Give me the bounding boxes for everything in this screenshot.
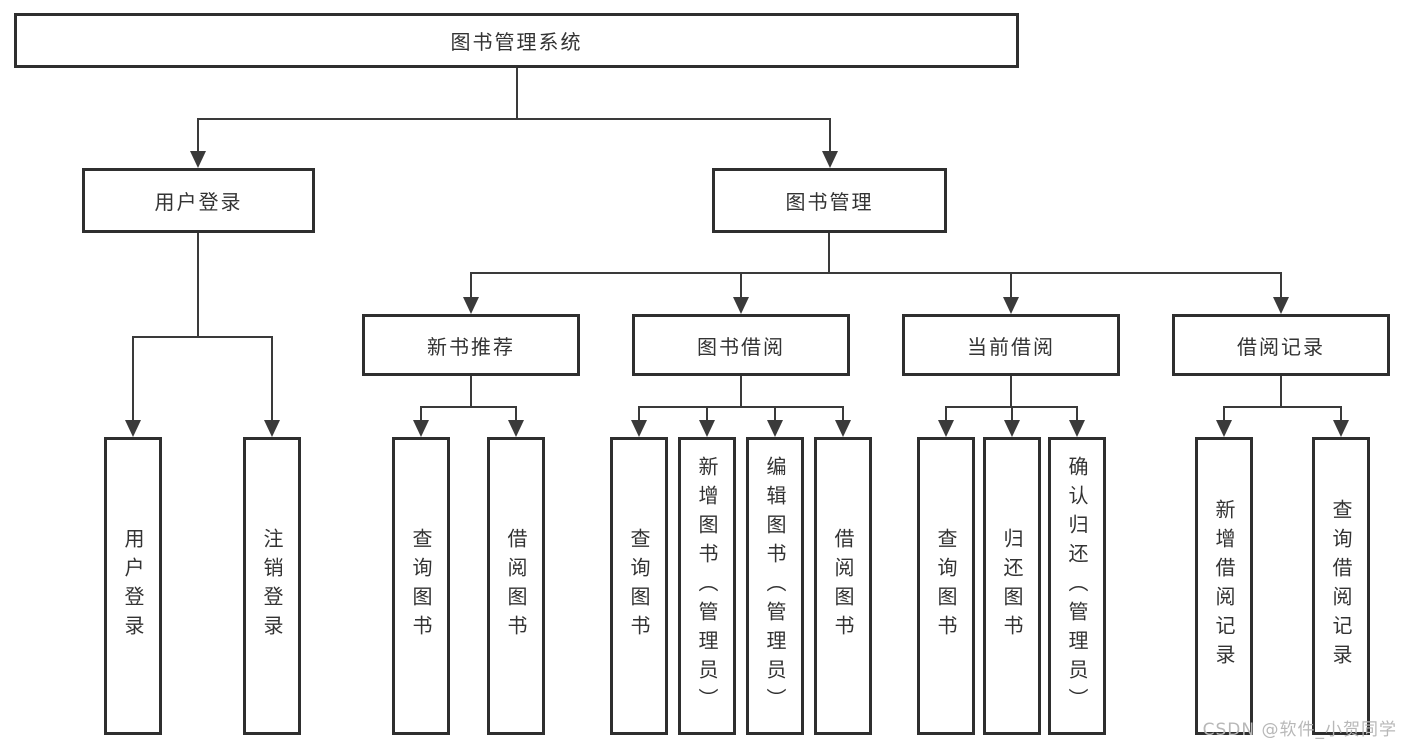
leaf-query-books-2-label: 查询图书 xyxy=(627,528,651,644)
connector-vline xyxy=(1010,376,1012,406)
leaf-query-books-3: 查询图书 xyxy=(917,437,975,735)
connector-vline xyxy=(828,233,830,272)
connector-vline xyxy=(1280,376,1282,406)
leaf-add-borrow-record-label: 新增借阅记录 xyxy=(1212,499,1236,673)
leaf-query-books-3-label: 查询图书 xyxy=(934,528,958,644)
arrow-down-icon xyxy=(1004,420,1020,437)
connector-vline xyxy=(1076,406,1078,424)
node-book-management-label: 图书管理 xyxy=(785,190,874,214)
arrow-down-icon xyxy=(508,420,524,437)
connector-vline xyxy=(638,406,640,424)
connector-vline xyxy=(1011,406,1013,424)
node-root-label: 图书管理系统 xyxy=(450,30,583,54)
arrow-down-icon xyxy=(835,420,851,437)
leaf-query-borrow-record-label: 查询借阅记录 xyxy=(1329,499,1353,673)
arrow-down-icon xyxy=(733,297,749,314)
connector-hline xyxy=(470,272,1282,274)
leaf-add-book-admin-label: 新增图书（管理员） xyxy=(695,455,719,717)
connector-vline xyxy=(197,233,199,336)
node-user-login-label: 用户登录 xyxy=(154,190,243,214)
connector-vline xyxy=(740,376,742,406)
arrow-down-icon xyxy=(699,420,715,437)
connector-vline xyxy=(706,406,708,424)
leaf-user-login: 用户登录 xyxy=(104,437,162,735)
connector-vline xyxy=(829,118,831,154)
connector-vline xyxy=(774,406,776,424)
connector-vline xyxy=(1223,406,1225,424)
arrow-down-icon xyxy=(264,420,280,437)
arrow-down-icon xyxy=(767,420,783,437)
leaf-edit-book-admin: 编辑图书（管理员） xyxy=(746,437,804,735)
leaf-add-book-admin: 新增图书（管理员） xyxy=(678,437,736,735)
node-book-management: 图书管理 xyxy=(712,168,947,233)
node-user-login: 用户登录 xyxy=(82,168,315,233)
arrow-down-icon xyxy=(822,151,838,168)
arrow-down-icon xyxy=(1003,297,1019,314)
arrow-down-icon xyxy=(190,151,206,168)
connector-vline xyxy=(197,118,199,154)
leaf-borrow-books-1-label: 借阅图书 xyxy=(504,528,528,644)
connector-hline xyxy=(1223,406,1342,408)
connector-vline xyxy=(1280,272,1282,300)
connector-vline xyxy=(271,336,273,424)
leaf-edit-book-admin-label: 编辑图书（管理员） xyxy=(763,455,787,717)
csdn-watermark: CSDN @软件_小贺同学 xyxy=(1202,720,1397,740)
leaf-borrow-books-1: 借阅图书 xyxy=(487,437,545,735)
arrow-down-icon xyxy=(938,420,954,437)
node-current-borrow-label: 当前借阅 xyxy=(967,334,1055,359)
leaf-query-borrow-record: 查询借阅记录 xyxy=(1312,437,1370,735)
leaf-logout: 注销登录 xyxy=(243,437,301,735)
leaf-return-book: 归还图书 xyxy=(983,437,1041,735)
arrow-down-icon xyxy=(1273,297,1289,314)
connector-vline xyxy=(945,406,947,424)
leaf-add-borrow-record: 新增借阅记录 xyxy=(1195,437,1253,735)
connector-hline xyxy=(420,406,517,408)
connector-vline xyxy=(470,376,472,406)
connector-hline xyxy=(197,118,831,120)
node-book-borrow-label: 图书借阅 xyxy=(697,334,785,359)
arrow-down-icon xyxy=(1333,420,1349,437)
connector-vline xyxy=(1340,406,1342,424)
node-new-book-recommend-label: 新书推荐 xyxy=(427,334,515,359)
connector-vline xyxy=(470,272,472,300)
arrow-down-icon xyxy=(1216,420,1232,437)
connector-vline xyxy=(516,68,518,118)
node-borrow-records-label: 借阅记录 xyxy=(1237,334,1325,359)
connector-vline xyxy=(1010,272,1012,300)
node-new-book-recommend: 新书推荐 xyxy=(362,314,580,376)
leaf-return-book-label: 归还图书 xyxy=(1000,528,1024,644)
leaf-logout-label: 注销登录 xyxy=(260,528,284,644)
connector-vline xyxy=(842,406,844,424)
leaf-confirm-return-admin-label: 确认归还（管理员） xyxy=(1065,455,1089,717)
node-current-borrow: 当前借阅 xyxy=(902,314,1120,376)
leaf-query-books-1-label: 查询图书 xyxy=(409,528,433,644)
leaf-query-books-1: 查询图书 xyxy=(392,437,450,735)
arrow-down-icon xyxy=(125,420,141,437)
leaf-user-login-label: 用户登录 xyxy=(121,528,145,644)
leaf-confirm-return-admin: 确认归还（管理员） xyxy=(1048,437,1106,735)
leaf-borrow-books-2-label: 借阅图书 xyxy=(831,528,855,644)
connector-vline xyxy=(740,272,742,300)
arrow-down-icon xyxy=(463,297,479,314)
arrow-down-icon xyxy=(1069,420,1085,437)
connector-hline xyxy=(132,336,273,338)
node-book-borrow: 图书借阅 xyxy=(632,314,850,376)
arrow-down-icon xyxy=(631,420,647,437)
leaf-borrow-books-2: 借阅图书 xyxy=(814,437,872,735)
arrow-down-icon xyxy=(413,420,429,437)
connector-vline xyxy=(132,336,134,424)
leaf-query-books-2: 查询图书 xyxy=(610,437,668,735)
node-root: 图书管理系统 xyxy=(14,13,1019,68)
connector-vline xyxy=(515,406,517,424)
connector-hline xyxy=(638,406,844,408)
connector-vline xyxy=(420,406,422,424)
node-borrow-records: 借阅记录 xyxy=(1172,314,1390,376)
